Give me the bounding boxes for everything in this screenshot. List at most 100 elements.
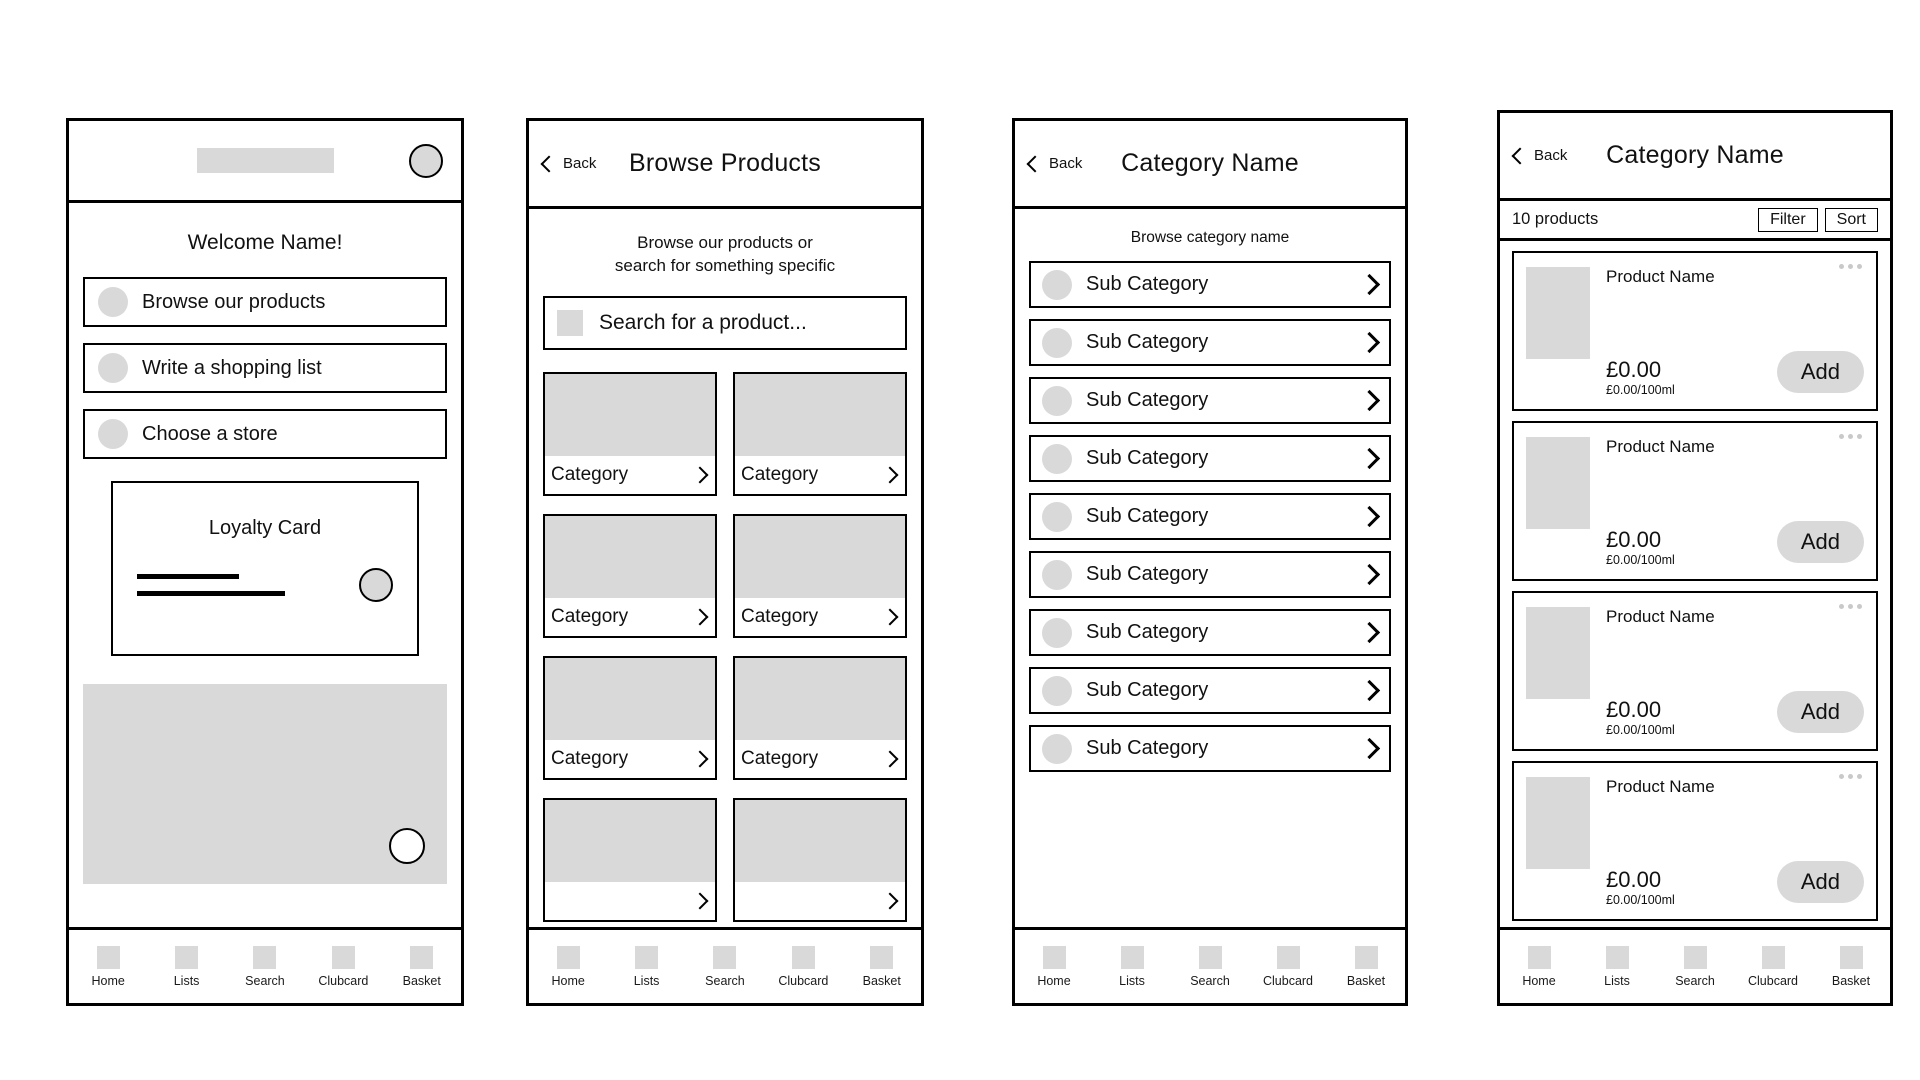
category-tile-footer: Category [735, 598, 905, 636]
nav-tab-clubcard[interactable]: Clubcard [309, 945, 377, 988]
add-to-basket-button[interactable]: Add [1776, 521, 1864, 563]
promo-banner-placeholder[interactable] [83, 684, 447, 884]
subcategory-label: Sub Category [1086, 505, 1209, 527]
nav-tab-search[interactable]: Search [1176, 945, 1244, 988]
nav-tab-home[interactable]: Home [534, 945, 602, 988]
product-card[interactable]: Product Name £0.00 £0.00/100ml Add [1512, 421, 1878, 581]
nav-tab-lists[interactable]: Lists [1098, 945, 1166, 988]
category-tile[interactable]: Category [733, 371, 907, 496]
category-tile[interactable] [543, 797, 717, 922]
nav-tab-clubcard[interactable]: Clubcard [1254, 945, 1322, 988]
category-appbar: Back Category Name [1015, 121, 1405, 209]
product-price: £0.00 [1606, 866, 1662, 892]
category-tile-label: Category [551, 605, 629, 627]
phone-frame-home: Welcome Name! Browse our products Write … [66, 118, 464, 1006]
home-appbar [69, 121, 461, 203]
category-tile[interactable] [733, 797, 907, 922]
category-tile[interactable]: Category [733, 655, 907, 780]
product-card[interactable]: Product Name £0.00 £0.00/100ml Add [1512, 761, 1878, 921]
nav-tab-lists[interactable]: Lists [1583, 945, 1651, 988]
category-tile[interactable]: Category [543, 513, 717, 638]
subcategory-row[interactable]: Sub Category [1029, 551, 1391, 598]
subcategory-row[interactable]: Sub Category [1029, 725, 1391, 772]
nav-tab-label: Clubcard [778, 973, 829, 988]
subcategory-label: Sub Category [1086, 331, 1209, 353]
nav-tab-search[interactable]: Search [1661, 945, 1729, 988]
nav-tab-basket[interactable]: Basket [1332, 945, 1400, 988]
category-image-placeholder [545, 799, 715, 882]
clubcard-icon [331, 945, 355, 969]
category-image-placeholder [545, 373, 715, 456]
back-button[interactable]: Back [1026, 155, 1083, 172]
product-card[interactable]: Product Name £0.00 £0.00/100ml Add [1512, 591, 1878, 751]
sort-button[interactable]: Sort [1824, 207, 1878, 232]
add-to-basket-button[interactable]: Add [1776, 861, 1864, 903]
loyalty-card[interactable]: Loyalty Card [111, 481, 419, 656]
lists-icon [175, 945, 199, 969]
add-to-basket-button[interactable]: Add [1776, 351, 1864, 393]
nav-tab-search[interactable]: Search [691, 945, 759, 988]
product-prices: £0.00 £0.00/100ml [1606, 528, 1675, 567]
category-tile[interactable]: Category [733, 513, 907, 638]
menu-item-shopping-list[interactable]: Write a shopping list [83, 343, 447, 393]
nav-tab-basket[interactable]: Basket [1817, 945, 1885, 988]
filter-button[interactable]: Filter [1758, 207, 1818, 232]
subcategory-row[interactable]: Sub Category [1029, 435, 1391, 482]
product-image-placeholder [1526, 437, 1590, 529]
nav-tab-lists[interactable]: Lists [153, 945, 221, 988]
nav-tab-label: Lists [1119, 973, 1145, 988]
more-options-icon[interactable] [1839, 264, 1862, 269]
add-to-basket-button[interactable]: Add [1776, 691, 1864, 733]
product-card[interactable]: Product Name £0.00 £0.00/100ml Add [1512, 251, 1878, 411]
product-count-label: 10 products [1512, 210, 1599, 228]
back-button[interactable]: Back [540, 155, 596, 172]
search-input[interactable]: Search for a product... [543, 295, 907, 350]
account-avatar-icon[interactable] [409, 143, 443, 178]
nav-tab-label: Basket [1346, 973, 1386, 988]
subcategory-row[interactable]: Sub Category [1029, 493, 1391, 540]
back-button[interactable]: Back [1511, 147, 1567, 164]
category-tile[interactable]: Category [543, 371, 717, 496]
list-icon [98, 353, 128, 383]
back-label: Back [1049, 155, 1083, 172]
menu-item-choose-store[interactable]: Choose a store [83, 409, 447, 459]
subcategory-row[interactable]: Sub Category [1029, 319, 1391, 366]
category-tile-label: Category [741, 747, 819, 769]
chevron-right-icon [1358, 505, 1381, 528]
product-image-placeholder [1526, 607, 1590, 699]
product-list-appbar: Back Category Name [1500, 113, 1890, 201]
loyalty-circle-icon [359, 568, 393, 602]
product-list-actions: Filter Sort [1758, 207, 1878, 232]
menu-item-browse-products[interactable]: Browse our products [83, 277, 447, 327]
more-options-icon[interactable] [1839, 604, 1862, 609]
nav-tab-clubcard[interactable]: Clubcard [1739, 945, 1807, 988]
nav-tab-lists[interactable]: Lists [613, 945, 681, 988]
nav-tab-label: Basket [862, 973, 901, 988]
nav-tab-home[interactable]: Home [74, 945, 142, 988]
nav-tab-search[interactable]: Search [231, 945, 299, 988]
more-options-icon[interactable] [1839, 774, 1862, 779]
more-options-icon[interactable] [1839, 434, 1862, 439]
loyalty-card-title: Loyalty Card [208, 517, 322, 539]
chevron-right-icon [691, 608, 709, 626]
subcategory-label: Sub Category [1086, 389, 1209, 411]
chevron-left-icon [1026, 155, 1044, 172]
nav-tab-home[interactable]: Home [1020, 945, 1088, 988]
menu-item-label: Choose a store [142, 422, 278, 445]
nav-tab-clubcard[interactable]: Clubcard [769, 945, 837, 988]
subcategory-row[interactable]: Sub Category [1029, 261, 1391, 308]
category-tile-footer: Category [735, 456, 905, 494]
nav-tab-basket[interactable]: Basket [848, 945, 916, 988]
product-unit-price: £0.00/100ml [1606, 553, 1675, 567]
nav-tab-home[interactable]: Home [1505, 945, 1573, 988]
chevron-right-icon [691, 750, 709, 768]
subcategory-row[interactable]: Sub Category [1029, 667, 1391, 714]
subcategory-row[interactable]: Sub Category [1029, 609, 1391, 656]
search-icon [1198, 945, 1222, 969]
category-tile[interactable]: Category [543, 655, 717, 780]
basket-icon [870, 945, 894, 969]
subcategory-row[interactable]: Sub Category [1029, 377, 1391, 424]
category-content: Browse category name Sub Category Sub Ca… [1015, 209, 1405, 927]
nav-tab-basket[interactable]: Basket [388, 945, 456, 988]
nav-tab-label: Search [245, 973, 285, 988]
